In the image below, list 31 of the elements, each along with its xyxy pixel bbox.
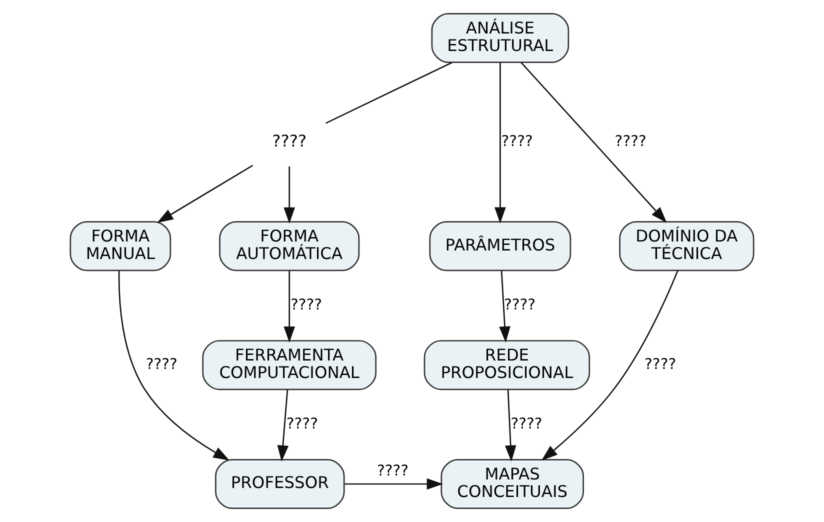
node-box: PARÂMETROS bbox=[429, 221, 572, 272]
edge-label: ???? bbox=[510, 414, 542, 432]
edge-label: ???? bbox=[614, 132, 646, 150]
arrow bbox=[118, 270, 230, 460]
arrow bbox=[520, 62, 667, 223]
arrow bbox=[494, 62, 506, 224]
arrow bbox=[157, 164, 254, 223]
node-text: ???? bbox=[272, 131, 307, 150]
node-box: MAPAS CONCEITUAIS bbox=[440, 459, 584, 509]
arrow bbox=[344, 478, 444, 490]
node-box: PROFESSOR bbox=[215, 459, 345, 509]
edge-label: ???? bbox=[376, 462, 409, 480]
node-box: DOMÍNIO DA TÉCNICA bbox=[619, 221, 754, 272]
node-box: FORMA AUTOMÁTICA bbox=[219, 221, 360, 272]
node-box: ANÁLISE ESTRUTURAL bbox=[431, 13, 570, 63]
node-box: FORMA MANUAL bbox=[70, 221, 172, 272]
arrow bbox=[284, 166, 296, 224]
arrow bbox=[541, 270, 678, 461]
edge-label: ???? bbox=[286, 414, 318, 432]
edge-label: ???? bbox=[501, 132, 533, 150]
node-box: REDE PROPOSICIONAL bbox=[424, 340, 590, 390]
arrow bbox=[504, 390, 516, 462]
arrow bbox=[277, 390, 289, 462]
arrow bbox=[499, 270, 510, 343]
edge-label: ???? bbox=[504, 295, 536, 314]
connector bbox=[326, 62, 453, 124]
edge-label: ???? bbox=[290, 295, 322, 314]
edge-label: ???? bbox=[644, 354, 676, 373]
edge-label: ???? bbox=[146, 354, 178, 373]
node-box: FERRAMENTA COMPUTACIONAL bbox=[202, 340, 377, 390]
arrow bbox=[284, 271, 296, 343]
